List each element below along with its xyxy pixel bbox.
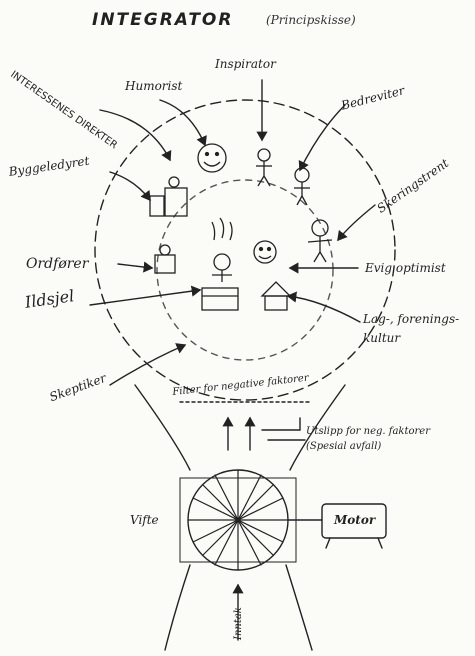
- arrow-ordforer: [118, 264, 152, 268]
- inner-ring: [157, 180, 333, 360]
- center-stage: [202, 288, 238, 310]
- subtitle: (Principskisse): [266, 13, 356, 27]
- optimist-face: [254, 241, 276, 263]
- fan-blades: [188, 470, 288, 570]
- label-utslipp: Utslipp for neg. faktorer (Spesial avfal…: [306, 424, 430, 454]
- ildsjel-figure: [212, 218, 232, 282]
- humorist-face: [198, 144, 226, 172]
- intake-right: [286, 565, 312, 650]
- arrow-ildsjel: [90, 290, 200, 305]
- bedreviter-figure: [294, 168, 310, 205]
- exhaust-pipe: [262, 418, 300, 430]
- arrow-skeringsstrent: [338, 205, 375, 240]
- byggeledyret-figure: [150, 177, 187, 216]
- arrow-byggeledyret: [110, 172, 150, 200]
- label-humorist: Humorist: [125, 80, 182, 92]
- arrow-skeptiker: [110, 345, 185, 385]
- arrow-interessenes: [100, 110, 170, 160]
- label-ordforer: Ordfører: [26, 257, 88, 271]
- label-inspirator: Inspirator: [215, 58, 276, 70]
- label-vifte: Vifte: [130, 514, 159, 526]
- arrow-bedreviter: [300, 105, 345, 170]
- funnel-left: [135, 385, 190, 470]
- intake-left: [165, 565, 190, 650]
- motor-leg-1: [326, 538, 330, 548]
- label-lag-foreningskultur: Lag-, forenings- kultur: [363, 310, 459, 348]
- label-evig-optimist: Evig optimist: [365, 262, 446, 274]
- lag-kultur-house: [262, 282, 290, 310]
- label-inntak: Inntak: [234, 607, 244, 640]
- label-motor: Motor: [334, 514, 375, 526]
- motor-leg-2: [378, 538, 382, 548]
- integrator-chamber: [95, 100, 395, 400]
- title: INTEGRATOR: [92, 10, 233, 30]
